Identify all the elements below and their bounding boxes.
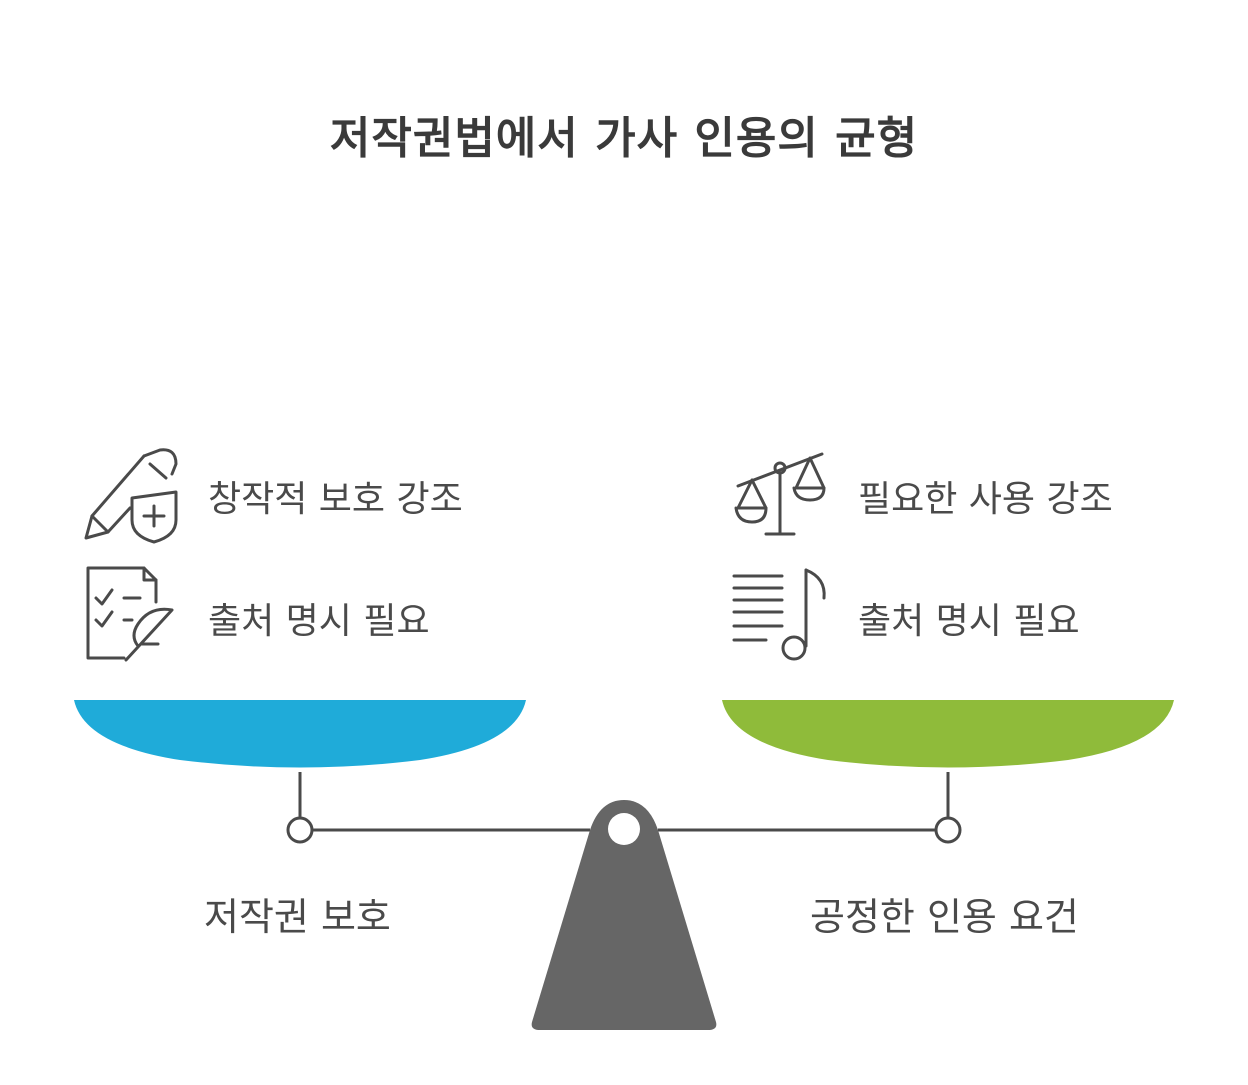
fulcrum [531,800,717,1030]
fulcrum-hole [608,813,640,845]
checklist-quill-icon [86,566,174,662]
pencil-shield-icon [84,448,178,544]
left-item-2-label: 출처 명시 필요 [208,601,430,642]
lyrics-music-note-icon [732,568,826,661]
right-item-1-label: 필요한 사용 강조 [858,479,1113,520]
left-caption: 저작권 보호 [204,895,391,939]
left-pan [74,700,526,768]
diagram-title: 저작권법에서 가사 인용의 균형 [329,113,919,164]
balance-scale-icon [734,452,826,536]
right-pivot [934,816,962,844]
right-item-2-label: 출처 명시 필요 [858,601,1080,642]
left-item-1-label: 창작적 보호 강조 [208,479,463,520]
right-caption: 공정한 인용 요건 [810,895,1079,939]
left-pivot [286,816,314,844]
right-pan [722,700,1174,768]
